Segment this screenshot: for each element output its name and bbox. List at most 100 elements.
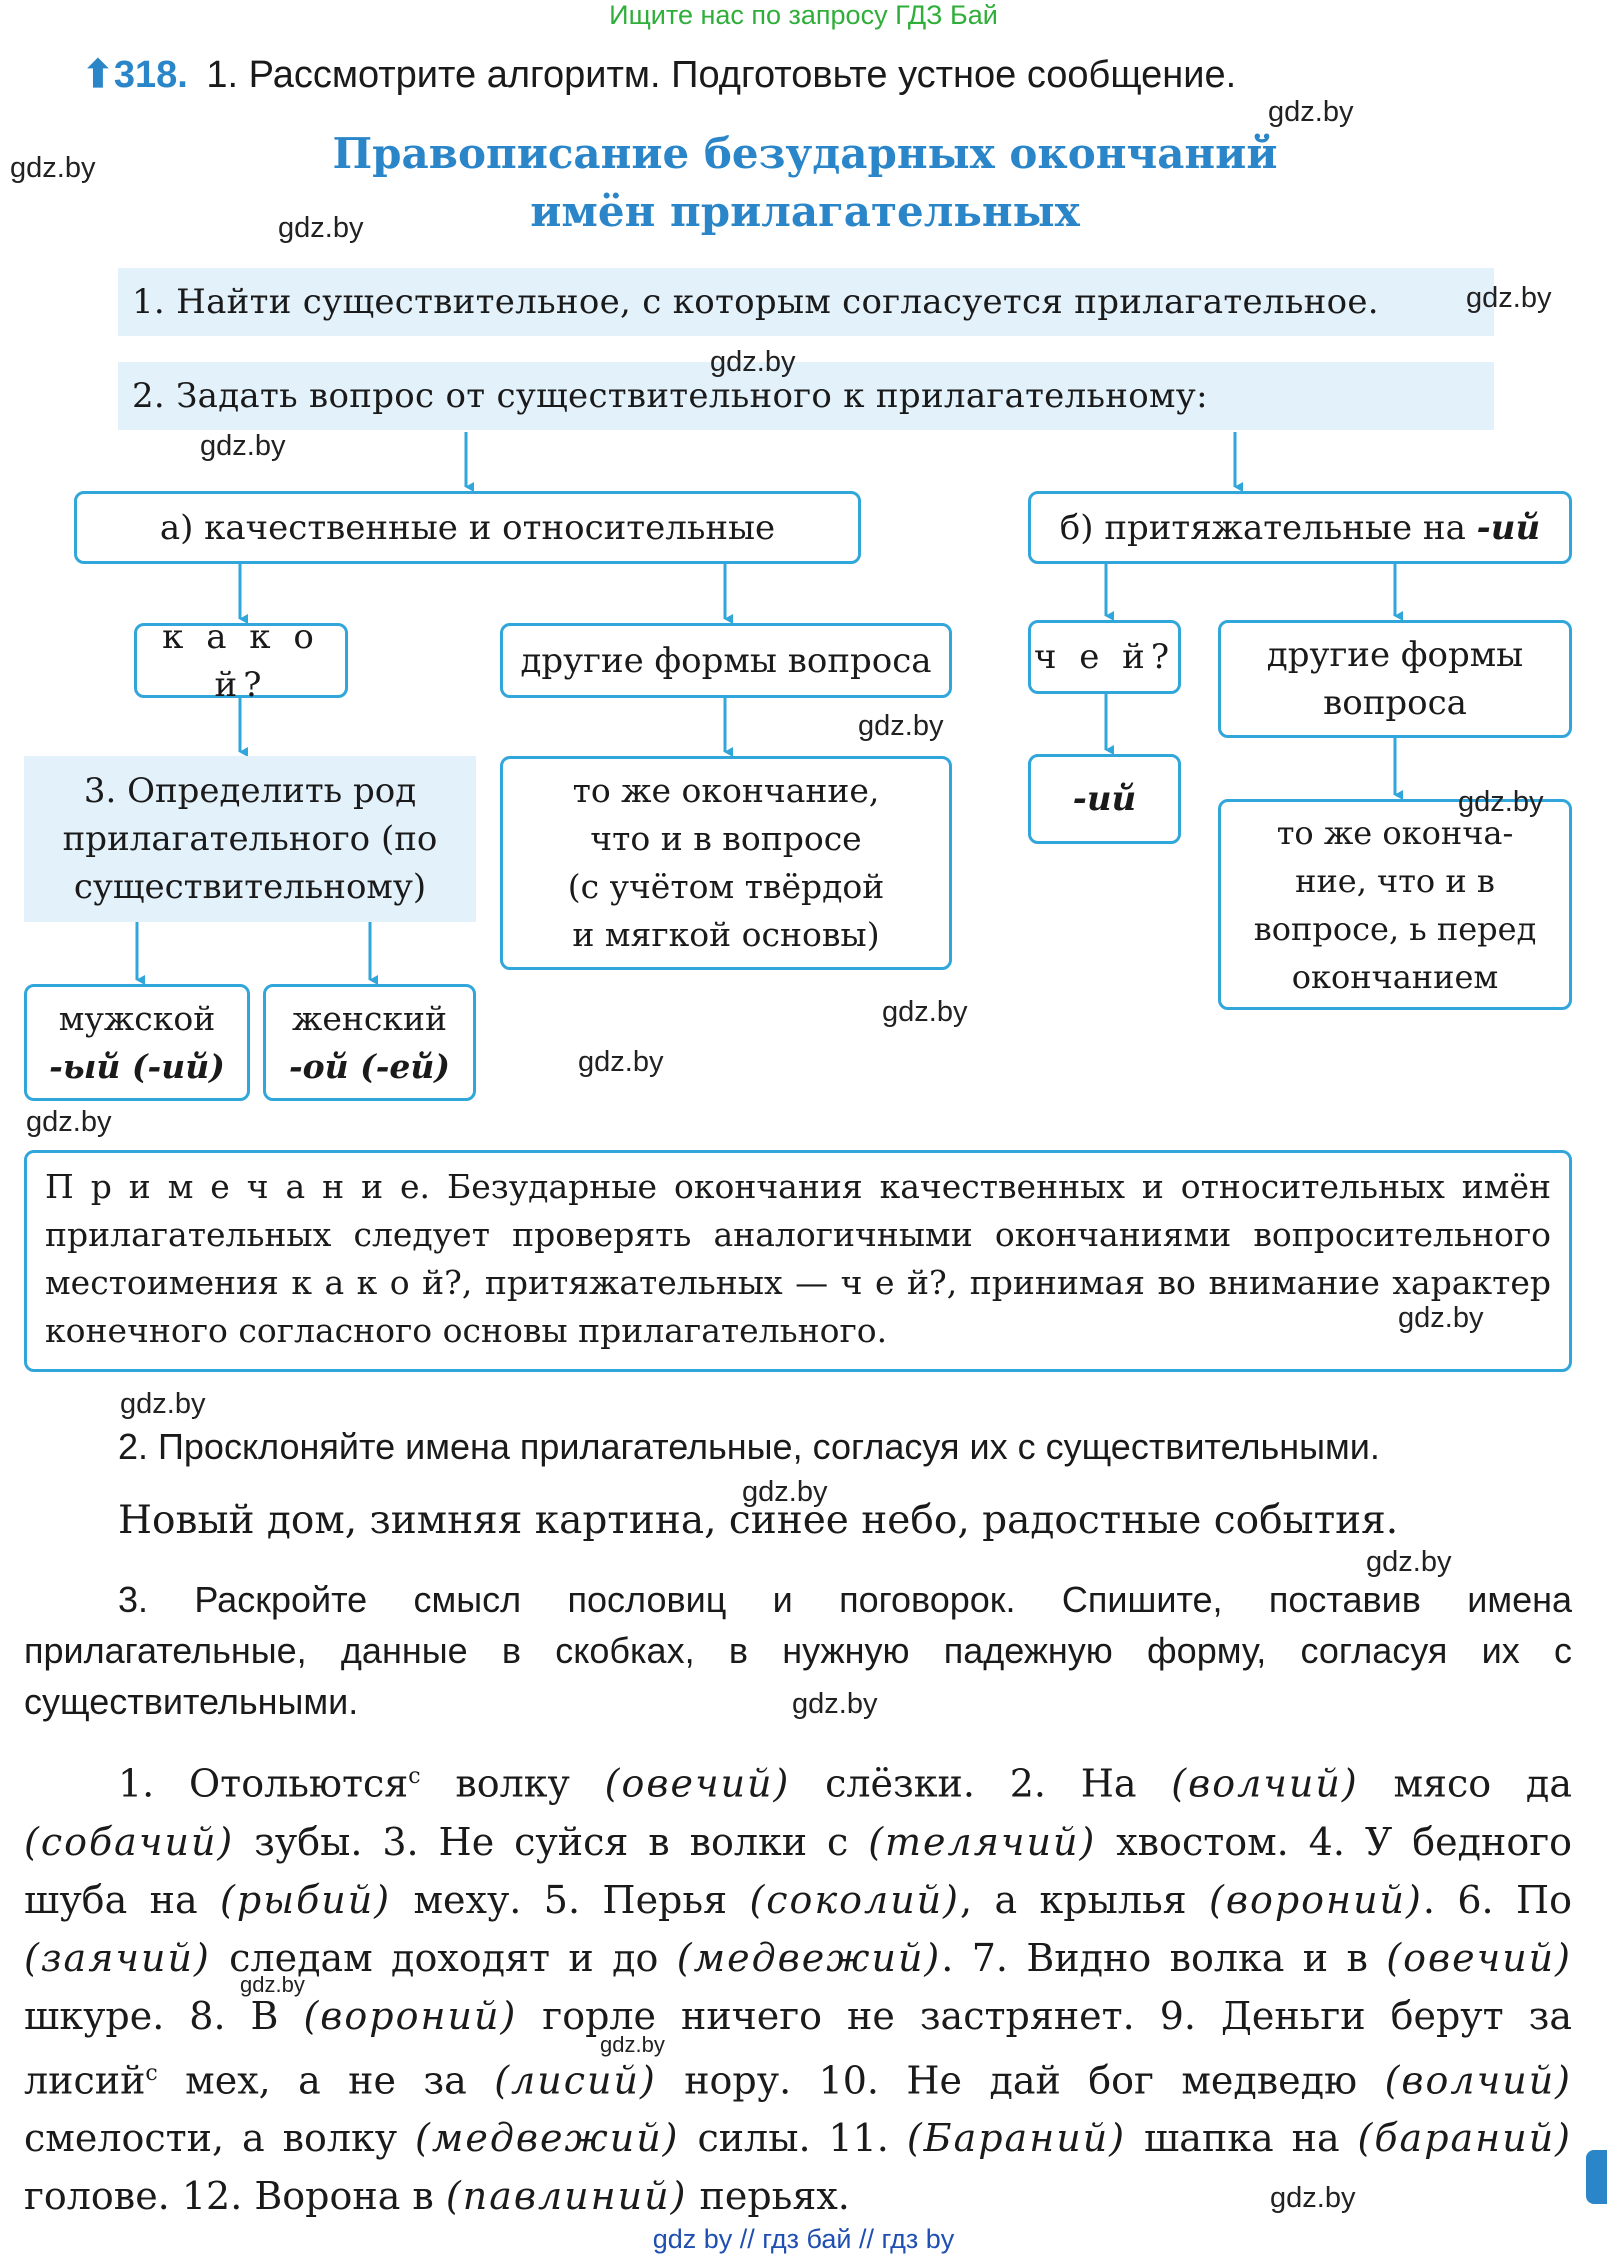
feminine-box: женский -ой (-ей) [263,984,476,1101]
branch-a-box: а) качественные и относительные [74,491,861,564]
same-ending-b-line-1: то же оконча- [1276,813,1514,852]
watermark: gdz.by [1466,282,1552,314]
up-arrow-icon: ⬆ [82,54,114,96]
ending-iy-label: -ий [1072,779,1137,819]
watermark: gdz.by [1270,2182,1356,2214]
masculine-box: мужской -ый (-ий) [24,984,250,1101]
exercise-intro: 1. Рассмотрите алгоритм. Подготовьте уст… [206,54,1237,96]
same-ending-b-line-4: окончанием [1291,957,1499,996]
note-box: П р и м е ч а н и е. Безударные окончани… [24,1150,1572,1372]
title-line-1: Правописание безударных окончаний [332,129,1278,178]
same-ending-b-line-2: ние, что и в [1295,861,1495,900]
note-text: Безударные окончания качественных и отно… [45,1167,1551,1350]
task-2-instruction: 2. Просклоняйте имена прилагательные, со… [118,1426,1380,1467]
title-line-2: имён прилагательных [530,187,1080,236]
proverb-adjective: (соколий) [749,1877,960,1922]
page-title: Правописание безударных окончаний имён п… [250,125,1360,241]
proverb-text: шапка на [1126,2116,1358,2161]
feminine-endings: -ой (-ей) [289,1043,450,1091]
kakoy-box: к а к о й? [134,617,348,705]
watermark: gdz.by [792,1688,878,1720]
proverb-adjective: (вороний) [303,1993,518,2038]
same-ending-a-line-3: (с учётом твёрдой [567,867,885,906]
proverb-text: мясо да [1358,1761,1572,1806]
proverb-text: меху. 5. Перья [391,1877,750,1922]
proverb-adjective: (вороний) [1209,1877,1423,1922]
watermark: gdz.by [578,1046,664,1078]
branch-b-box: б) притяжательные на -ий [1028,491,1572,564]
watermark: gdz.by [120,1388,206,1420]
task-2-phrase: Новый дом, зимняя картина, синее небо, р… [118,1498,1399,1543]
same-ending-b-box: то же оконча- ние, что и в вопросе, ь пе… [1218,799,1572,1010]
watermark: gdz.by [742,1476,828,1508]
step-3-line-1: 3. Определить род [83,771,417,811]
exercise-number: 318. [113,54,188,96]
proverb-text: перьях. [687,2174,850,2219]
note-heading: П р и м е ч а н и е. [45,1167,431,1206]
feminine-endings-text: -ой (-ей) [288,1046,451,1086]
branch-b-prefix: б) притяжательные на [1059,507,1477,548]
proverb-adjective: (овечий) [604,1761,791,1806]
other-forms-b-label: другие формы вопроса [1267,631,1523,727]
proverb-text: голове. 12. Ворона в [24,2174,446,2219]
task-3-instruction: 3. Раскройте смысл пословиц и поговорок.… [24,1579,1572,1722]
bottom-banner: gdz by // гдз бай // гдз by [652,2224,955,2254]
step-3-line-3: существительному) [73,867,427,907]
proverb-text: зубы. 3. Не суйся в волки с [234,1819,869,1864]
proverb-adjective: (медвежий) [676,1935,942,1980]
proverb-text: смелости, а волку [24,2116,416,2161]
other-forms-a-box: другие формы вопроса [500,623,952,698]
step-3-line-2: прилагательного (по [62,819,438,859]
watermark: gdz.by [278,212,364,244]
proverb-adjective: (телячий) [868,1819,1097,1864]
watermark: gdz.by [26,1106,112,1138]
same-ending-b-line-3: вопросе, ь перед [1253,909,1537,948]
proverb-text: волку [420,1761,605,1806]
proverb-adjective: (собачий) [24,1819,235,1864]
proverb-text: мех, а не за [157,2058,495,2103]
proverb-adjective: (медвежий) [415,2116,680,2161]
proverb-adjective: (заячий) [24,1935,211,1980]
watermark: gdz.by [1268,96,1354,128]
other-forms-b-box: другие формы вопроса [1218,620,1572,738]
watermark: gdz.by [240,1972,305,1997]
chey-label: ч е й? [1033,637,1176,677]
other-forms-b-line-2: вопроса [1323,683,1467,723]
proverb-text: нору. 10. Не дай бог медведю [656,2058,1385,2103]
page-edge-tab [1586,2150,1607,2204]
masculine-endings: -ый (-ий) [49,1043,225,1091]
watermark: gdz.by [1366,1546,1452,1578]
proverb-text: 1. Отольются [118,1761,409,1806]
proverb-text: хвостом. 4. У бедного шуба на [24,1819,1572,1922]
exercise-header: ⬆318. 1. Рассмотрите алгоритм. Подготовь… [82,52,1236,97]
watermark: gdz.by [1458,786,1544,818]
proverb-adjective: (рыбий) [220,1877,392,1922]
branch-b-suffix: -ий [1476,507,1541,548]
kakoy-label: к а к о й? [162,616,320,705]
proverb-text: , а крылья [959,1877,1210,1922]
proverb-adjective: (Бараний) [906,2116,1127,2161]
watermark: gdz.by [10,152,96,184]
same-ending-a-line-2: что и в вопросе [590,819,862,858]
proverbs-text: 1. Отольются с волку (овечий) слёзки. 2. … [24,1748,1572,2225]
other-forms-b-line-1: другие формы [1266,635,1524,675]
watermark: gdz.by [600,2032,665,2057]
proverb-adjective: (волчий) [1384,2058,1572,2103]
proverb-text: . 7. Видно волка и в [941,1935,1387,1980]
masculine-label: мужской [58,998,216,1038]
top-banner: Ищите нас по запросу ГДЗ Бай [609,0,998,30]
watermark: gdz.by [200,430,286,462]
feminine-label: женский [292,998,447,1038]
proverb-text: слёзки. 2. На [790,1761,1172,1806]
proverb-text: силы. 11. [679,2116,907,2161]
watermark: gdz.by [882,996,968,1028]
proverb-adjective: (лисий) [494,2058,657,2103]
branch-a-label: а) качественные и относительные [159,507,776,548]
proverb-adjective: (бараний) [1357,2116,1572,2161]
proverb-text: . 6. По [1422,1877,1572,1922]
other-forms-a-label: другие формы вопроса [520,640,932,681]
proverb-text: горле ничего не застрянет. 9. Деньги бер… [24,1993,1573,2103]
proverb-text: шкуре. 8. В [24,1993,304,2038]
proverb-text: следам доходят и до [210,1935,677,1980]
stress-mark: с [145,2060,158,2086]
